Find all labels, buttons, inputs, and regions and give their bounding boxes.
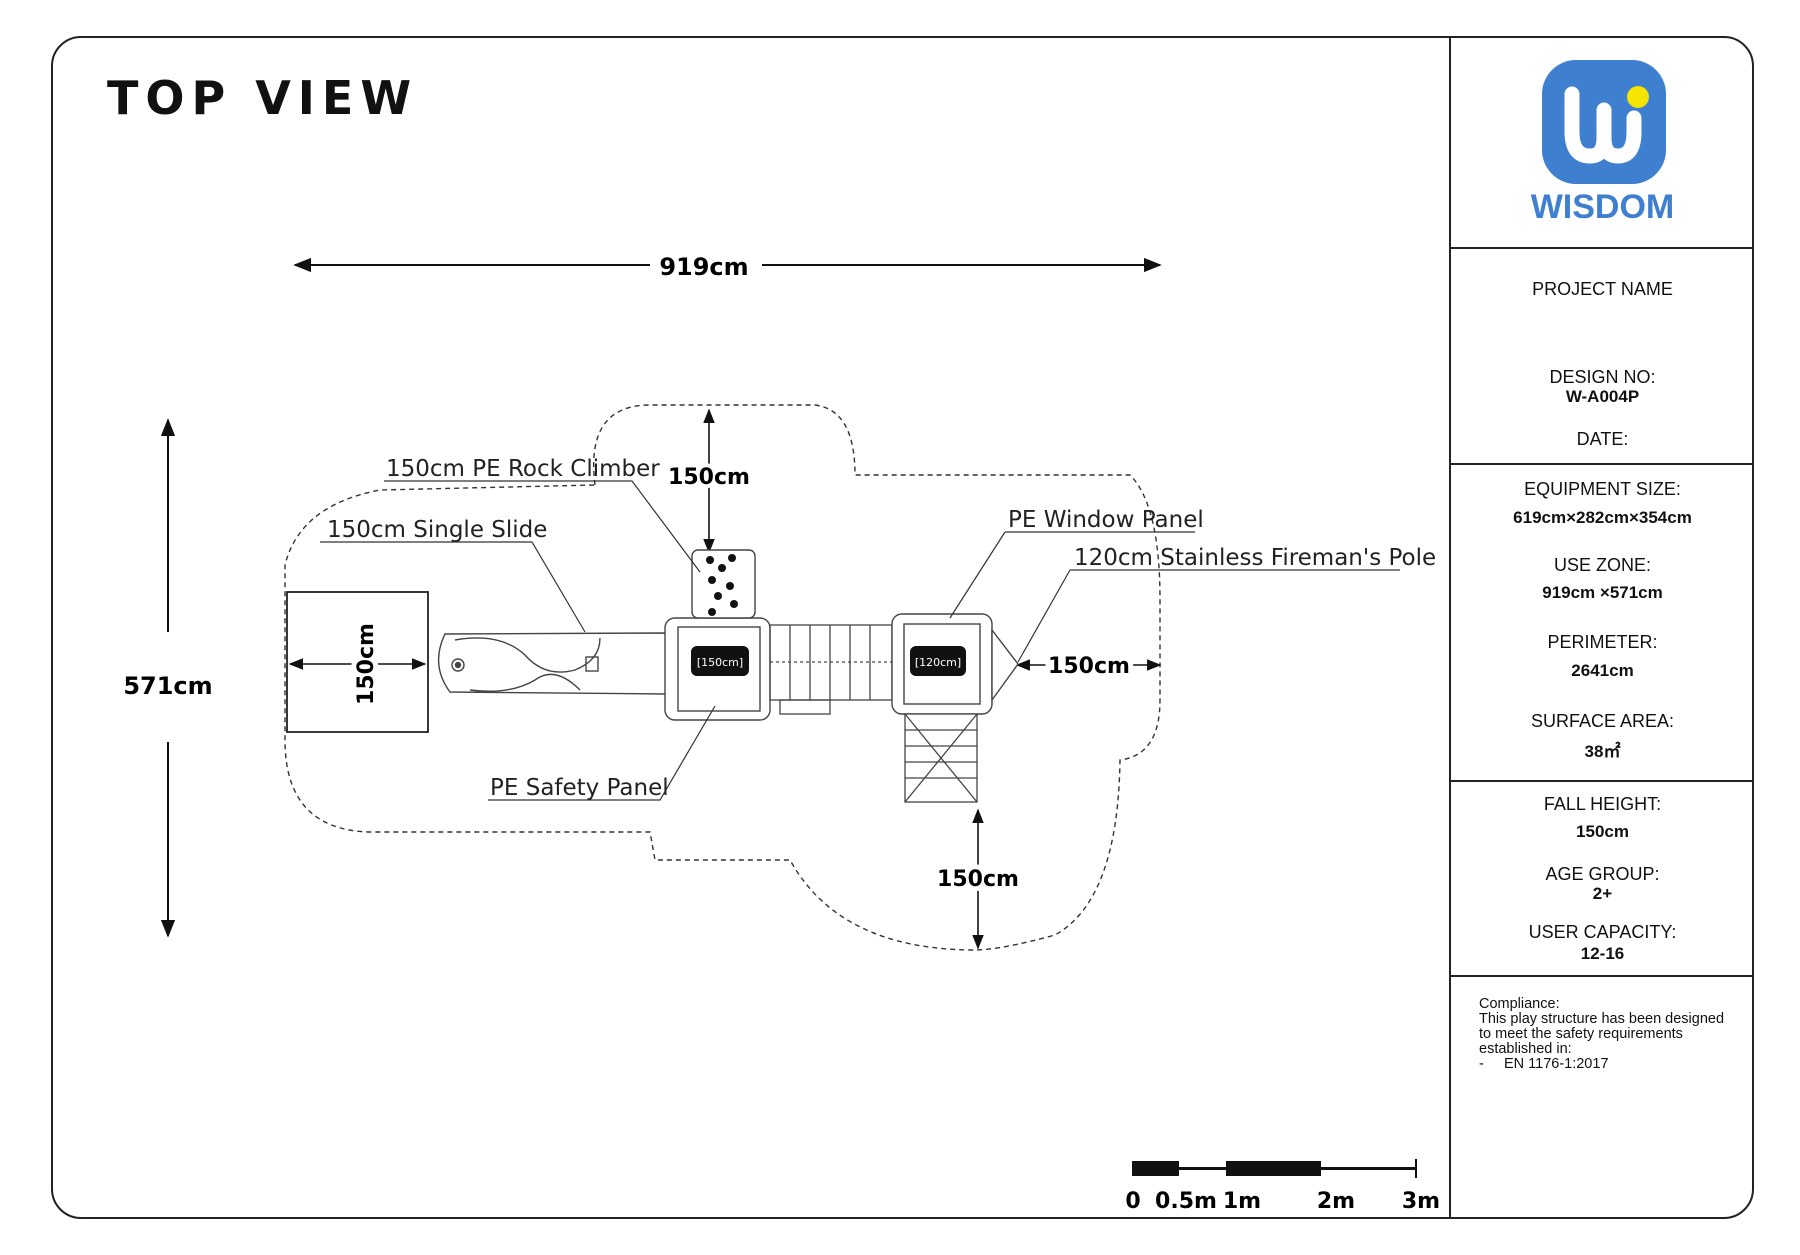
slide-equipment xyxy=(437,632,691,695)
deck-two-label: [120cm] xyxy=(915,656,961,669)
zone-top-label: 150cm xyxy=(668,465,750,490)
equipment-size-value: 619cm×282cm×354cm xyxy=(1513,508,1692,527)
use-zone-outline xyxy=(284,404,1161,951)
usage-section: FALL HEIGHT: 150cm AGE GROUP: 2+ USER CA… xyxy=(1451,782,1754,977)
design-no-label: DESIGN NO: xyxy=(1549,367,1656,387)
fall-height-value: 150cm xyxy=(1576,822,1629,841)
compliance-line-1: This play structure has been designed xyxy=(1479,1011,1725,1027)
height-dimension-label: 571cm xyxy=(123,672,212,700)
deck-one-label: [150cm] xyxy=(697,656,743,669)
perimeter-value: 2641cm xyxy=(1571,661,1634,680)
slide-runout-zone xyxy=(286,591,429,733)
brand-name: WISDOM xyxy=(1530,188,1675,226)
scale-bar: 0 0.5m 1m 2m 3m xyxy=(1125,1159,1440,1214)
callout-leaders xyxy=(320,480,1400,801)
bridge xyxy=(769,624,893,715)
width-dimension-label: 919cm xyxy=(659,253,748,281)
logo-section: WISDOM xyxy=(1451,36,1754,249)
project-section: PROJECT NAME DESIGN NO: W-A004P DATE: xyxy=(1451,249,1754,465)
project-name-label: PROJECT NAME xyxy=(1532,279,1673,299)
compliance-section: Compliance: This play structure has been… xyxy=(1451,977,1754,1219)
rock-climber-holds xyxy=(706,554,738,616)
scale-label-2: 2m xyxy=(1317,1189,1355,1214)
design-no-value: W-A004P xyxy=(1565,387,1640,406)
surface-area-label: SURFACE AREA: xyxy=(1530,711,1675,731)
compliance-heading: Compliance: xyxy=(1479,996,1560,1012)
callout-safety-panel: PE Safety Panel xyxy=(490,775,669,801)
equipment-section: EQUIPMENT SIZE: 619cm×282cm×354cm USE ZO… xyxy=(1451,465,1754,782)
compliance-text: Compliance: This play structure has been… xyxy=(1479,997,1744,1072)
equipment-size-label: EQUIPMENT SIZE: xyxy=(1524,479,1681,499)
zone-left-label: 150cm xyxy=(354,623,379,705)
deck-one-tag xyxy=(691,646,749,676)
callout-window-panel: PE Window Panel xyxy=(1008,507,1204,533)
fall-height-label: FALL HEIGHT: xyxy=(1543,794,1662,814)
user-capacity-label: USER CAPACITY: xyxy=(1528,922,1677,942)
user-capacity-value: 12-16 xyxy=(1580,944,1625,963)
compliance-line-4: - EN 1176-1:2017 xyxy=(1479,1056,1609,1072)
drawing-frame xyxy=(51,36,1754,1219)
zone-right-label: 150cm xyxy=(1048,654,1130,679)
date-label: DATE: xyxy=(1576,429,1629,449)
compliance-line-3: established in: xyxy=(1479,1041,1572,1057)
scale-label-3: 3m xyxy=(1402,1189,1440,1214)
page-title: TOP VIEW xyxy=(107,71,418,125)
callout-fireman-pole: 120cm Stainless Fireman's Pole xyxy=(1074,545,1436,571)
wisdom-logo-icon xyxy=(1542,60,1666,184)
deck-one xyxy=(664,549,771,721)
scale-label-0: 0 xyxy=(1125,1189,1140,1214)
scale-label-0-5: 0.5m xyxy=(1155,1189,1217,1214)
use-zone-value: 919cm ×571cm xyxy=(1542,583,1663,602)
scale-label-1: 1m xyxy=(1223,1189,1261,1214)
zone-bottom-label: 150cm xyxy=(937,867,1019,892)
age-group-value: 2+ xyxy=(1592,884,1613,903)
callout-single-slide: 150cm Single Slide xyxy=(327,517,547,543)
deck-two-tag xyxy=(910,646,966,676)
use-zone-label: USE ZONE: xyxy=(1553,555,1651,575)
title-block: WISDOM PROJECT NAME DESIGN NO: W-A004P D… xyxy=(1449,36,1754,1219)
callout-rock-climber: 150cm PE Rock Climber xyxy=(386,456,660,482)
perimeter-label: PERIMETER: xyxy=(1547,632,1658,652)
age-group-label: AGE GROUP: xyxy=(1545,864,1660,884)
compliance-line-2: to meet the safety requirements xyxy=(1479,1026,1683,1042)
stairs xyxy=(904,713,978,803)
surface-area-value: 38㎡ xyxy=(1584,742,1621,761)
